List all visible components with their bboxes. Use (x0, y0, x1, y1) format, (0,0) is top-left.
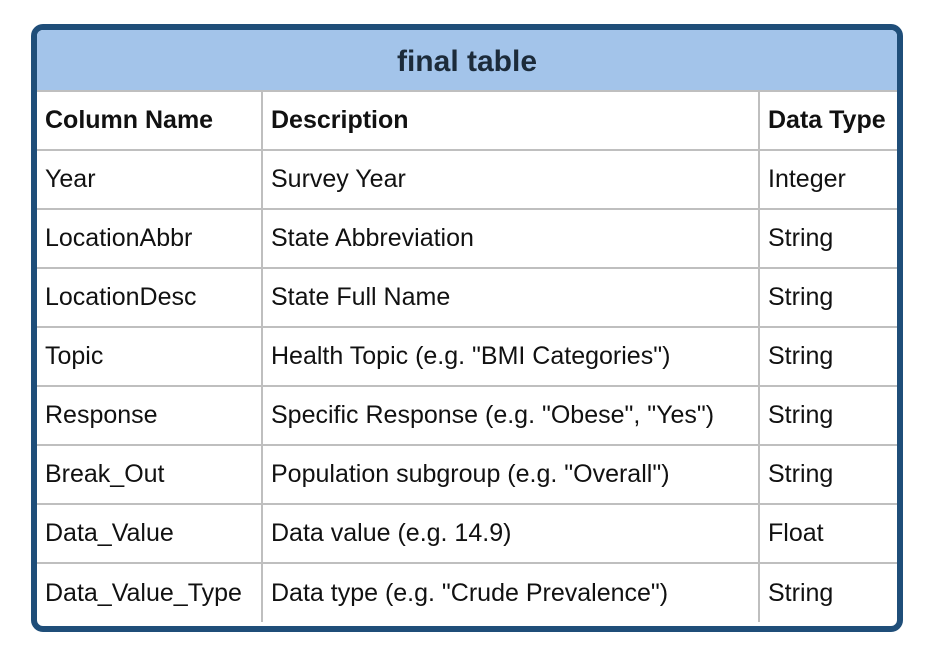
table-row: Response Specific Response (e.g. "Obese"… (37, 385, 897, 446)
cell-column-name: Response (37, 385, 263, 446)
cell-data-type: Float (758, 503, 897, 564)
table-row: Topic Health Topic (e.g. "BMI Categories… (37, 326, 897, 387)
table-card: final table Column Name Description Data… (31, 24, 903, 632)
cell-column-name: Break_Out (37, 444, 263, 505)
cell-data-type: Integer (758, 149, 897, 210)
cell-data-type: String (758, 385, 897, 446)
cell-column-name: LocationAbbr (37, 208, 263, 269)
table-row: Data_Value Data value (e.g. 14.9) Float (37, 503, 897, 564)
cell-description: Population subgroup (e.g. "Overall") (261, 444, 760, 505)
cell-column-name: Year (37, 149, 263, 210)
table-row: LocationAbbr State Abbreviation String (37, 208, 897, 269)
cell-description: State Full Name (261, 267, 760, 328)
cell-description: State Abbreviation (261, 208, 760, 269)
table-row: LocationDesc State Full Name String (37, 267, 897, 328)
cell-description: Health Topic (e.g. "BMI Categories") (261, 326, 760, 387)
cell-column-name: LocationDesc (37, 267, 263, 328)
cell-description: Specific Response (e.g. "Obese", "Yes") (261, 385, 760, 446)
table-row: Data_Value_Type Data type (e.g. "Crude P… (37, 562, 897, 622)
schema-table: Column Name Description Data Type Year S… (37, 92, 897, 622)
cell-data-type: String (758, 444, 897, 505)
table-row: Year Survey Year Integer (37, 149, 897, 210)
cell-description: Data value (e.g. 14.9) (261, 503, 760, 564)
cell-data-type: String (758, 267, 897, 328)
cell-column-name: Data_Value (37, 503, 263, 564)
cell-data-type: String (758, 208, 897, 269)
table-title: final table (37, 30, 897, 92)
cell-data-type: String (758, 326, 897, 387)
header-column-name: Column Name (37, 92, 263, 151)
cell-description: Data type (e.g. "Crude Prevalence") (261, 562, 760, 622)
table-row: Break_Out Population subgroup (e.g. "Ove… (37, 444, 897, 505)
cell-column-name: Data_Value_Type (37, 562, 263, 622)
header-data-type: Data Type (758, 92, 897, 151)
cell-column-name: Topic (37, 326, 263, 387)
header-description: Description (261, 92, 760, 151)
header-row: Column Name Description Data Type (37, 92, 897, 151)
cell-description: Survey Year (261, 149, 760, 210)
cell-data-type: String (758, 562, 897, 622)
